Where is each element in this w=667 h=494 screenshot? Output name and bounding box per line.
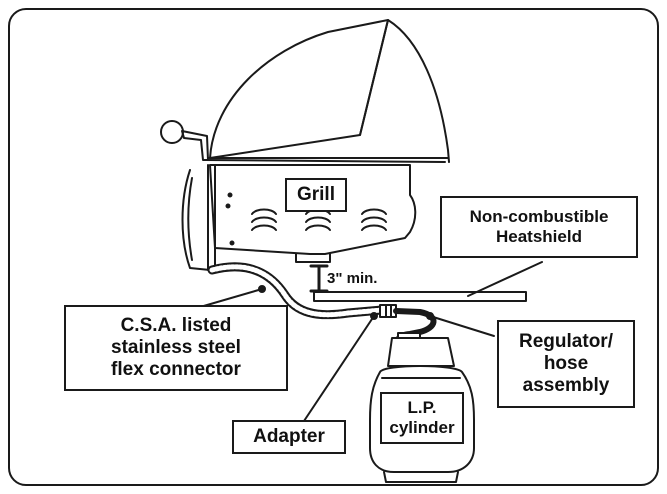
- grill-hood-back: [359, 19, 450, 163]
- leader-regulator: [429, 315, 495, 337]
- heatshield-plate: [313, 291, 527, 302]
- vent-right: [361, 208, 387, 231]
- cylinder-collar: [387, 337, 455, 367]
- leader-adapter: [301, 315, 375, 425]
- leader-heatshield: [467, 261, 543, 297]
- grill-lid: [209, 19, 389, 159]
- vent-left: [251, 208, 277, 231]
- lid-handle-knob: [160, 120, 184, 144]
- cylinder-foot-ring: [383, 471, 459, 483]
- grill-bottom-mount: [295, 253, 331, 263]
- label-heatshield: Non-combustible Heatshield: [440, 196, 638, 258]
- label-grill: Grill: [285, 178, 347, 212]
- label-regulator: Regulator/ hose assembly: [497, 320, 635, 408]
- grill-side-shelf: [181, 169, 211, 271]
- label-flex-connector: C.S.A. listed stainless steel flex conne…: [64, 305, 288, 391]
- diagram-border: [8, 8, 659, 486]
- label-cylinder: L.P. cylinder: [380, 392, 464, 444]
- label-adapter: Adapter: [232, 420, 346, 454]
- lid-seam: [204, 159, 446, 163]
- lid-handle-arm: [181, 130, 209, 161]
- label-clearance: 3" min.: [327, 270, 378, 287]
